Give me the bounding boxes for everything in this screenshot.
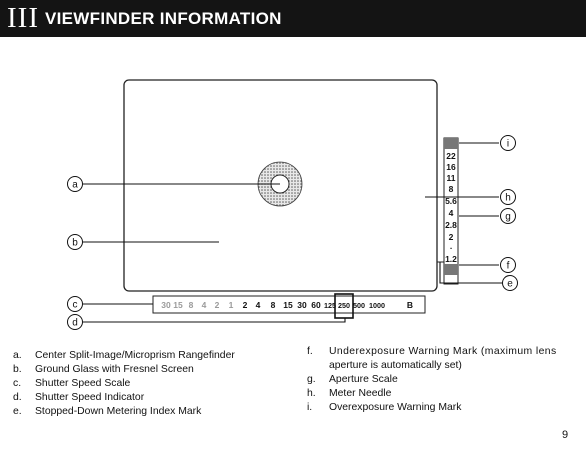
legend-text: Stopped-Down Metering Index Mark [35, 406, 202, 417]
section-number: III [7, 2, 39, 34]
shutter-speed-label: 60 [311, 300, 321, 310]
shutter-speed-label: 2 [215, 300, 220, 310]
legend-key: b. [13, 364, 22, 375]
legend-key: a. [13, 350, 22, 361]
legend-text: Shutter Speed Scale [35, 378, 131, 389]
legend-key: h. [307, 388, 316, 399]
section-title: VIEWFINDER INFORMATION [45, 9, 282, 28]
shutter-speed-label: 4 [256, 300, 261, 310]
section-header: III VIEWFINDER INFORMATION [0, 0, 586, 37]
leader-line-e [439, 262, 503, 284]
callout-h-circle [500, 189, 516, 205]
shutter-speed-label: 8 [189, 300, 194, 310]
shutter-speed-label: 250 [338, 301, 350, 310]
legend-text: Underexposure Warning Mark (maximum lens [329, 346, 557, 357]
callouts: a b cd ef gh i [67, 135, 518, 330]
callout-c-label: c [73, 299, 78, 310]
callout-a-label: a [72, 179, 78, 190]
aperture-label: 1.2 [445, 254, 457, 264]
callout-d-label: d [72, 317, 78, 328]
callout-h-label: h [505, 192, 511, 203]
shutter-speed-label: 30 [161, 300, 171, 310]
callout-b-label: b [72, 237, 78, 248]
callout-e-circle [502, 275, 518, 291]
shutter-speed-label: 2 [243, 300, 248, 310]
legend-key: d. [13, 392, 22, 403]
legend-text: Aperture Scale [329, 374, 398, 385]
aperture-label: 11 [447, 173, 456, 183]
aperture-label: 4 [449, 208, 454, 218]
callout-d-circle [67, 314, 83, 330]
shutter-speed-label: 125 [324, 301, 336, 310]
aperture-label: 2.8 [445, 220, 457, 230]
aperture-label: 5.6 [445, 196, 457, 206]
aperture-label: 2 [449, 232, 454, 242]
legend-text: aperture is automatically set) [329, 360, 462, 371]
shutter-speed-label: 15 [173, 300, 183, 310]
shutter-speed-label: 1 [229, 300, 234, 310]
legend-key: c. [13, 378, 22, 389]
shutter-speed-label: 1000 [369, 301, 385, 310]
shutter-speed-label: B [407, 300, 413, 310]
aperture-label: 16 [446, 162, 456, 172]
legend-key: e. [13, 406, 22, 417]
shutter-speed-label: 15 [283, 300, 293, 310]
legend-key: f. [307, 346, 313, 357]
callout-i-label: i [507, 138, 509, 149]
legend-key: i. [307, 402, 313, 413]
legend-text: Ground Glass with Fresnel Screen [35, 364, 194, 375]
legend-key: g. [307, 374, 316, 385]
callout-f-label: f [507, 260, 510, 271]
shutter-speed-label: 30 [297, 300, 307, 310]
callout-c-circle [67, 296, 83, 312]
callout-e-label: e [507, 278, 513, 289]
shutter-speed-label: 4 [202, 300, 207, 310]
legend-text: Center Split-Image/Microprism Rangefinde… [35, 350, 235, 361]
leader-line-d [83, 318, 346, 323]
aperture-label: . [450, 241, 452, 251]
shutter-speed-label: 8 [271, 300, 276, 310]
overexposure-warning-mark [444, 138, 458, 149]
callout-g-circle [500, 208, 516, 224]
callout-i-circle [500, 135, 516, 151]
callout-b-circle [67, 234, 83, 250]
underexposure-warning-mark [444, 264, 458, 275]
callout-g-label: g [505, 211, 511, 222]
shutter-speed-label: 500 [353, 301, 365, 310]
page-number: 9 [562, 429, 569, 441]
legend-text: Overexposure Warning Mark [329, 402, 462, 413]
aperture-label: 22 [446, 151, 456, 161]
shutter-speed-indicator-box [334, 293, 354, 319]
callout-f-circle [500, 257, 516, 273]
legend-text: Shutter Speed Indicator [35, 392, 145, 403]
legend-text: Meter Needle [329, 388, 392, 399]
callout-a-circle [67, 176, 83, 192]
aperture-label: 8 [449, 184, 454, 194]
